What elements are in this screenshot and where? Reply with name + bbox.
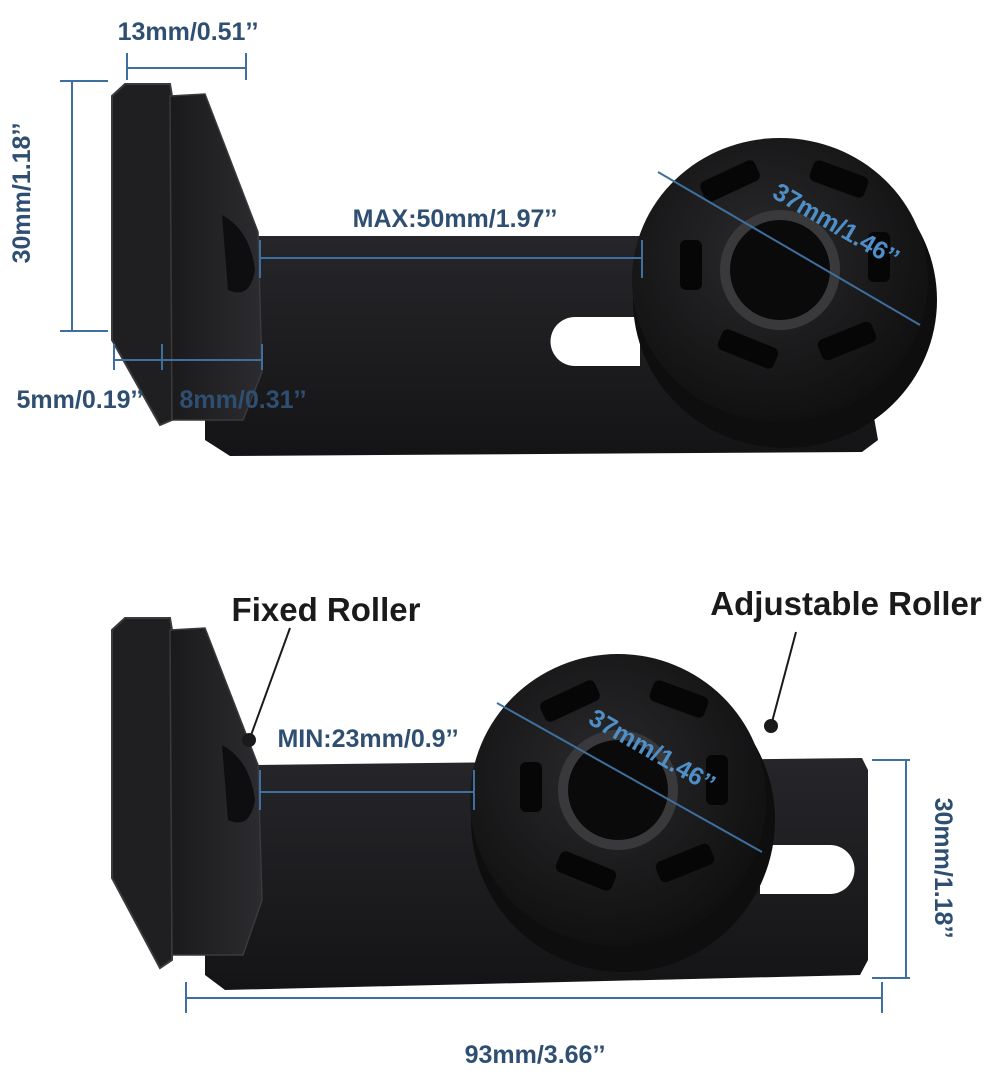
bottom-back-plate xyxy=(111,617,173,970)
callout-leaders xyxy=(242,627,797,747)
bottom-height-label: 30mm/1.18’’ xyxy=(929,798,957,939)
adjustable-roller-label: Adjustable Roller xyxy=(710,585,982,622)
top-height-label: 30mm/1.18’’ xyxy=(8,123,36,264)
bottom-pad-block xyxy=(169,627,263,956)
top-dimensions xyxy=(60,53,921,370)
top-fixed-roller xyxy=(222,215,255,293)
top-pad-block xyxy=(169,93,263,421)
bottom-dimensions xyxy=(185,702,910,1013)
bottom-adjustable-roller xyxy=(470,654,775,972)
top-adjustable-roller xyxy=(632,138,937,448)
top-back-plate xyxy=(111,83,173,427)
bottom-length-label: 93mm/3.66’’ xyxy=(465,1041,606,1069)
fixed-roller-label: Fixed Roller xyxy=(232,591,421,628)
top-plate-thickness-label: 5mm/0.19’’ xyxy=(17,386,144,414)
top-slot-hole xyxy=(550,317,640,366)
bottom-bracket xyxy=(111,617,868,990)
bottom-fixed-roller xyxy=(222,745,255,823)
top-max-gap-label: MAX:50mm/1.97’’ xyxy=(353,205,558,233)
bottom-min-gap-label: MIN:23mm/0.9’’ xyxy=(277,725,458,753)
top-pad-thickness-label: 8mm/0.31’’ xyxy=(180,386,307,414)
top-width-label: 13mm/0.51’’ xyxy=(118,18,259,46)
top-bracket xyxy=(111,83,937,456)
bottom-slot-hole xyxy=(760,845,855,894)
